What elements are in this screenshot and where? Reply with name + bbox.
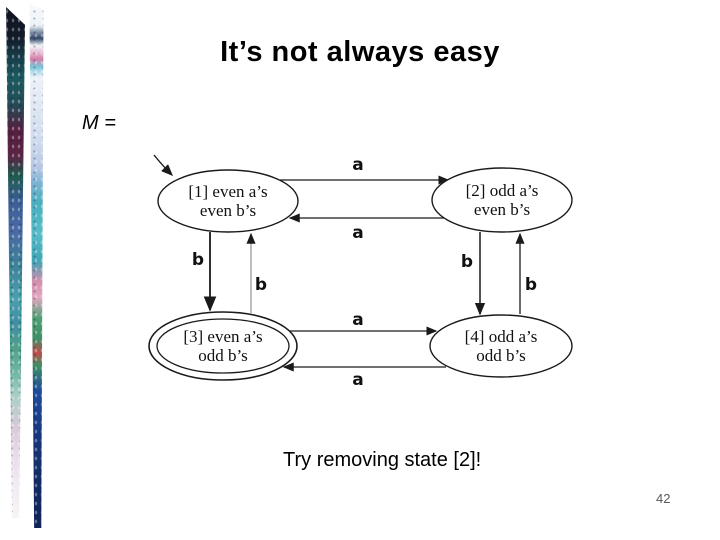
state-4-label-line2: odd b’s xyxy=(476,346,526,365)
edge-label-2-4: b xyxy=(461,252,473,272)
state-3-label-line1: [3] even a’s xyxy=(183,327,262,346)
edge-label-2-1: a xyxy=(352,223,363,243)
slide-title: It’s not always easy xyxy=(220,36,500,68)
edge-label-3-1: b xyxy=(255,275,267,295)
state-2-label-line1: [2] odd a’s xyxy=(466,181,539,200)
note-text: Try removing state [2]! xyxy=(283,449,482,471)
state-4: [4] odd a’s odd b’s xyxy=(429,314,573,378)
state-2: [2] odd a’s even b’s xyxy=(431,167,573,233)
edge-label-1-2: a xyxy=(352,155,363,175)
decorative-quilt-strip-left xyxy=(6,7,25,518)
page-number: 42 xyxy=(656,491,671,506)
decorative-quilt-strip-right xyxy=(29,4,44,528)
state-1-label-line1: [1] even a’s xyxy=(188,182,267,201)
start-arrow xyxy=(153,154,173,176)
state-1: [1] even a’s even b’s xyxy=(157,169,299,233)
edge-label-1-3: b xyxy=(192,250,204,270)
edge-label-4-2: b xyxy=(525,275,537,295)
state-3: [3] even a’s odd b’s xyxy=(148,311,298,381)
state-diagram: a a b b b b a a [1] even a’s even b’s [2… xyxy=(148,154,573,390)
state-3-label-line2: odd b’s xyxy=(198,346,248,365)
state-4-label-line1: [4] odd a’s xyxy=(465,327,538,346)
edge-label-3-4: a xyxy=(352,310,363,330)
state-1-label-line2: even b’s xyxy=(200,201,256,220)
machine-label: M = xyxy=(82,112,116,134)
edge-label-4-3: a xyxy=(352,370,363,390)
state-2-label-line2: even b’s xyxy=(474,200,530,219)
